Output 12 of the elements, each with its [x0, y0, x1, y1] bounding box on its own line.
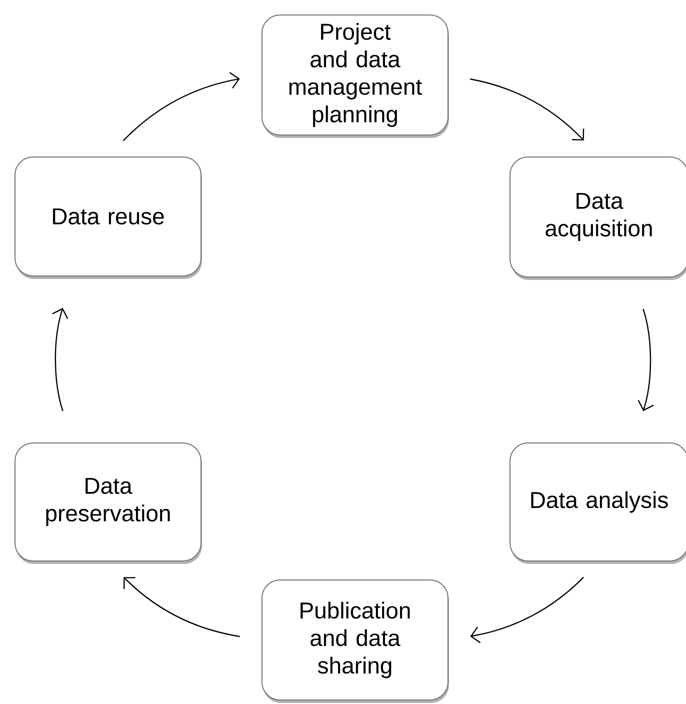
arrow [470, 576, 584, 644]
process-box: Publication and data sharing [262, 580, 449, 703]
process-box: Data reuse [14, 156, 202, 279]
arrow [124, 577, 240, 638]
process-box: Data preservation [14, 442, 202, 564]
process-box: Data acquisition [510, 156, 686, 280]
arrow [638, 308, 654, 412]
process-box: Data analysis [510, 442, 686, 564]
arrow [470, 78, 584, 141]
arrow [52, 308, 68, 412]
arrow [122, 72, 240, 142]
process-box: Project and data management planning [262, 14, 449, 138]
